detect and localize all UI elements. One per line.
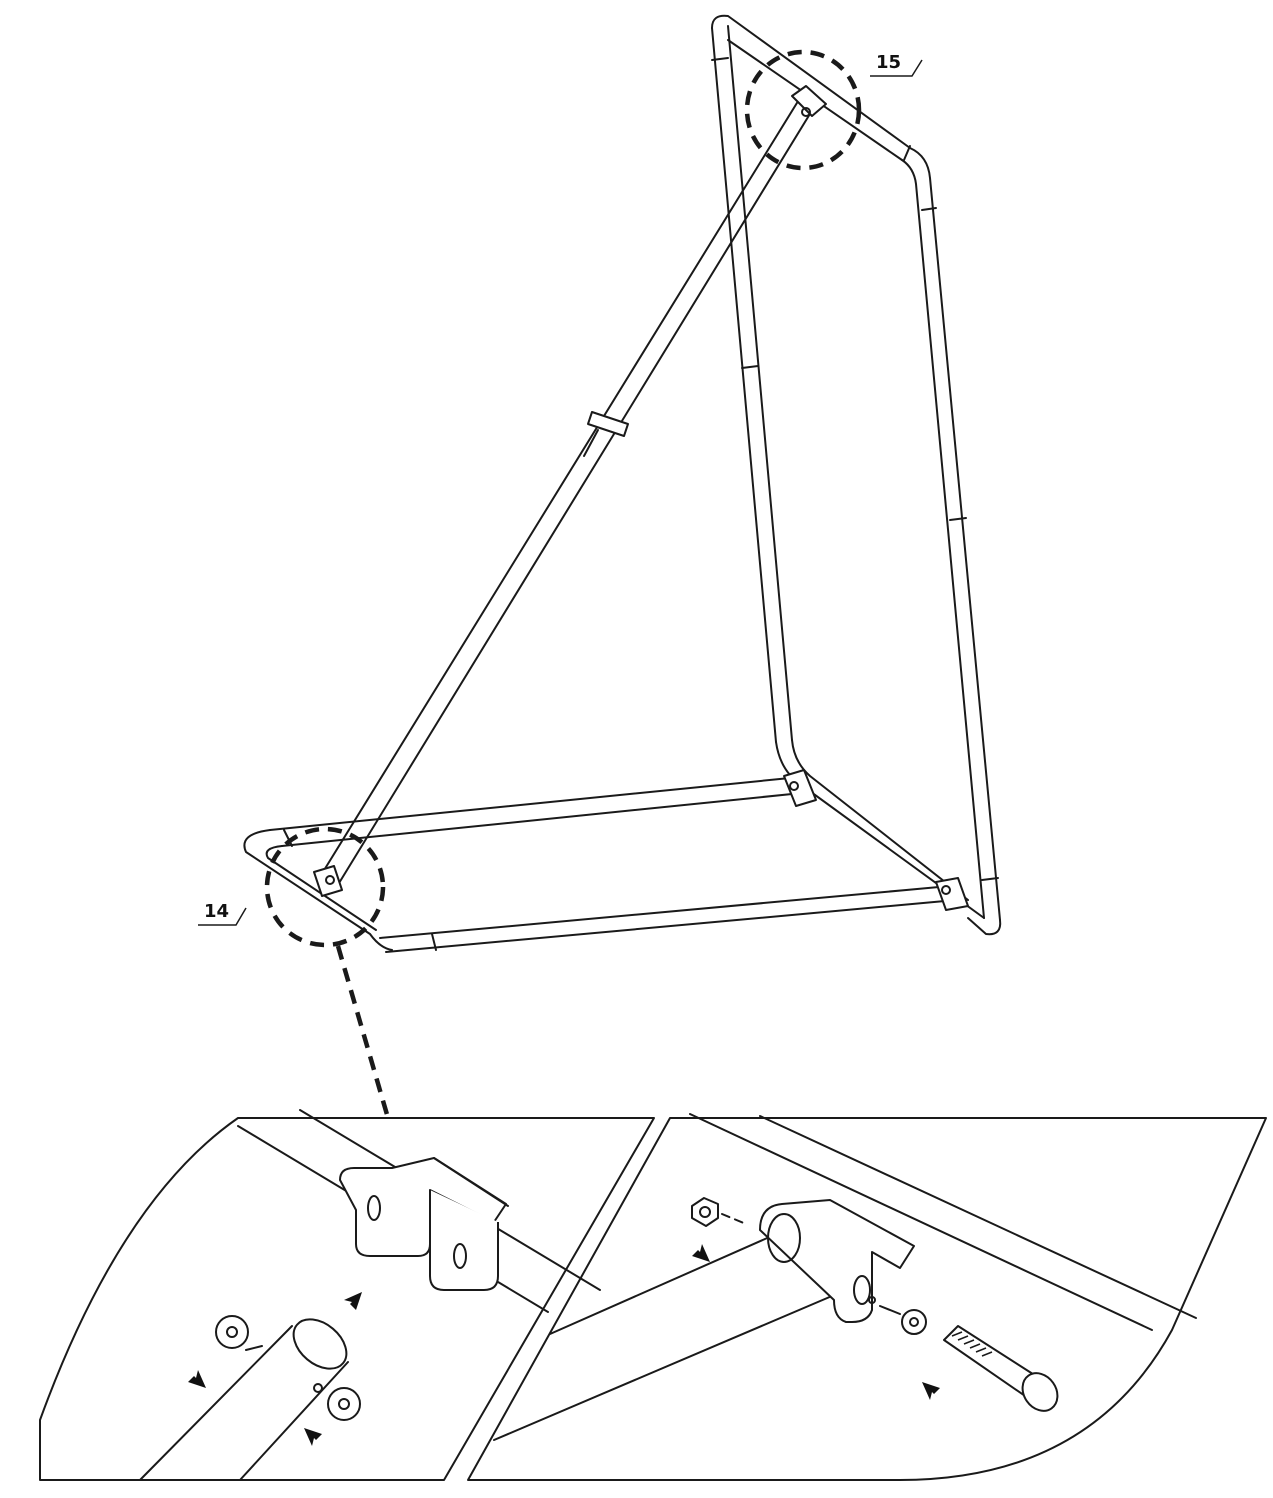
goal-frame [243,14,1002,953]
callout-14-label: 14 [204,901,229,922]
detail-leader-line [335,945,391,1119]
detail-panel-right [467,1113,1267,1481]
arrow-down-right-icon [684,1236,710,1262]
arrow-up-right-icon [336,1292,362,1318]
detail-circle-15 [744,49,862,171]
detail-circle-14 [264,826,386,948]
arrow-down-right-icon [180,1362,206,1388]
arrow-up-left-icon [304,1428,330,1454]
diagonal-brace [313,85,827,897]
arrow-up-left-icon [922,1382,948,1408]
callout-15-label: 15 [876,52,901,73]
callout-14: 14 [198,901,247,926]
callout-15: 15 [870,52,923,77]
detail-panel-left [39,1109,655,1481]
